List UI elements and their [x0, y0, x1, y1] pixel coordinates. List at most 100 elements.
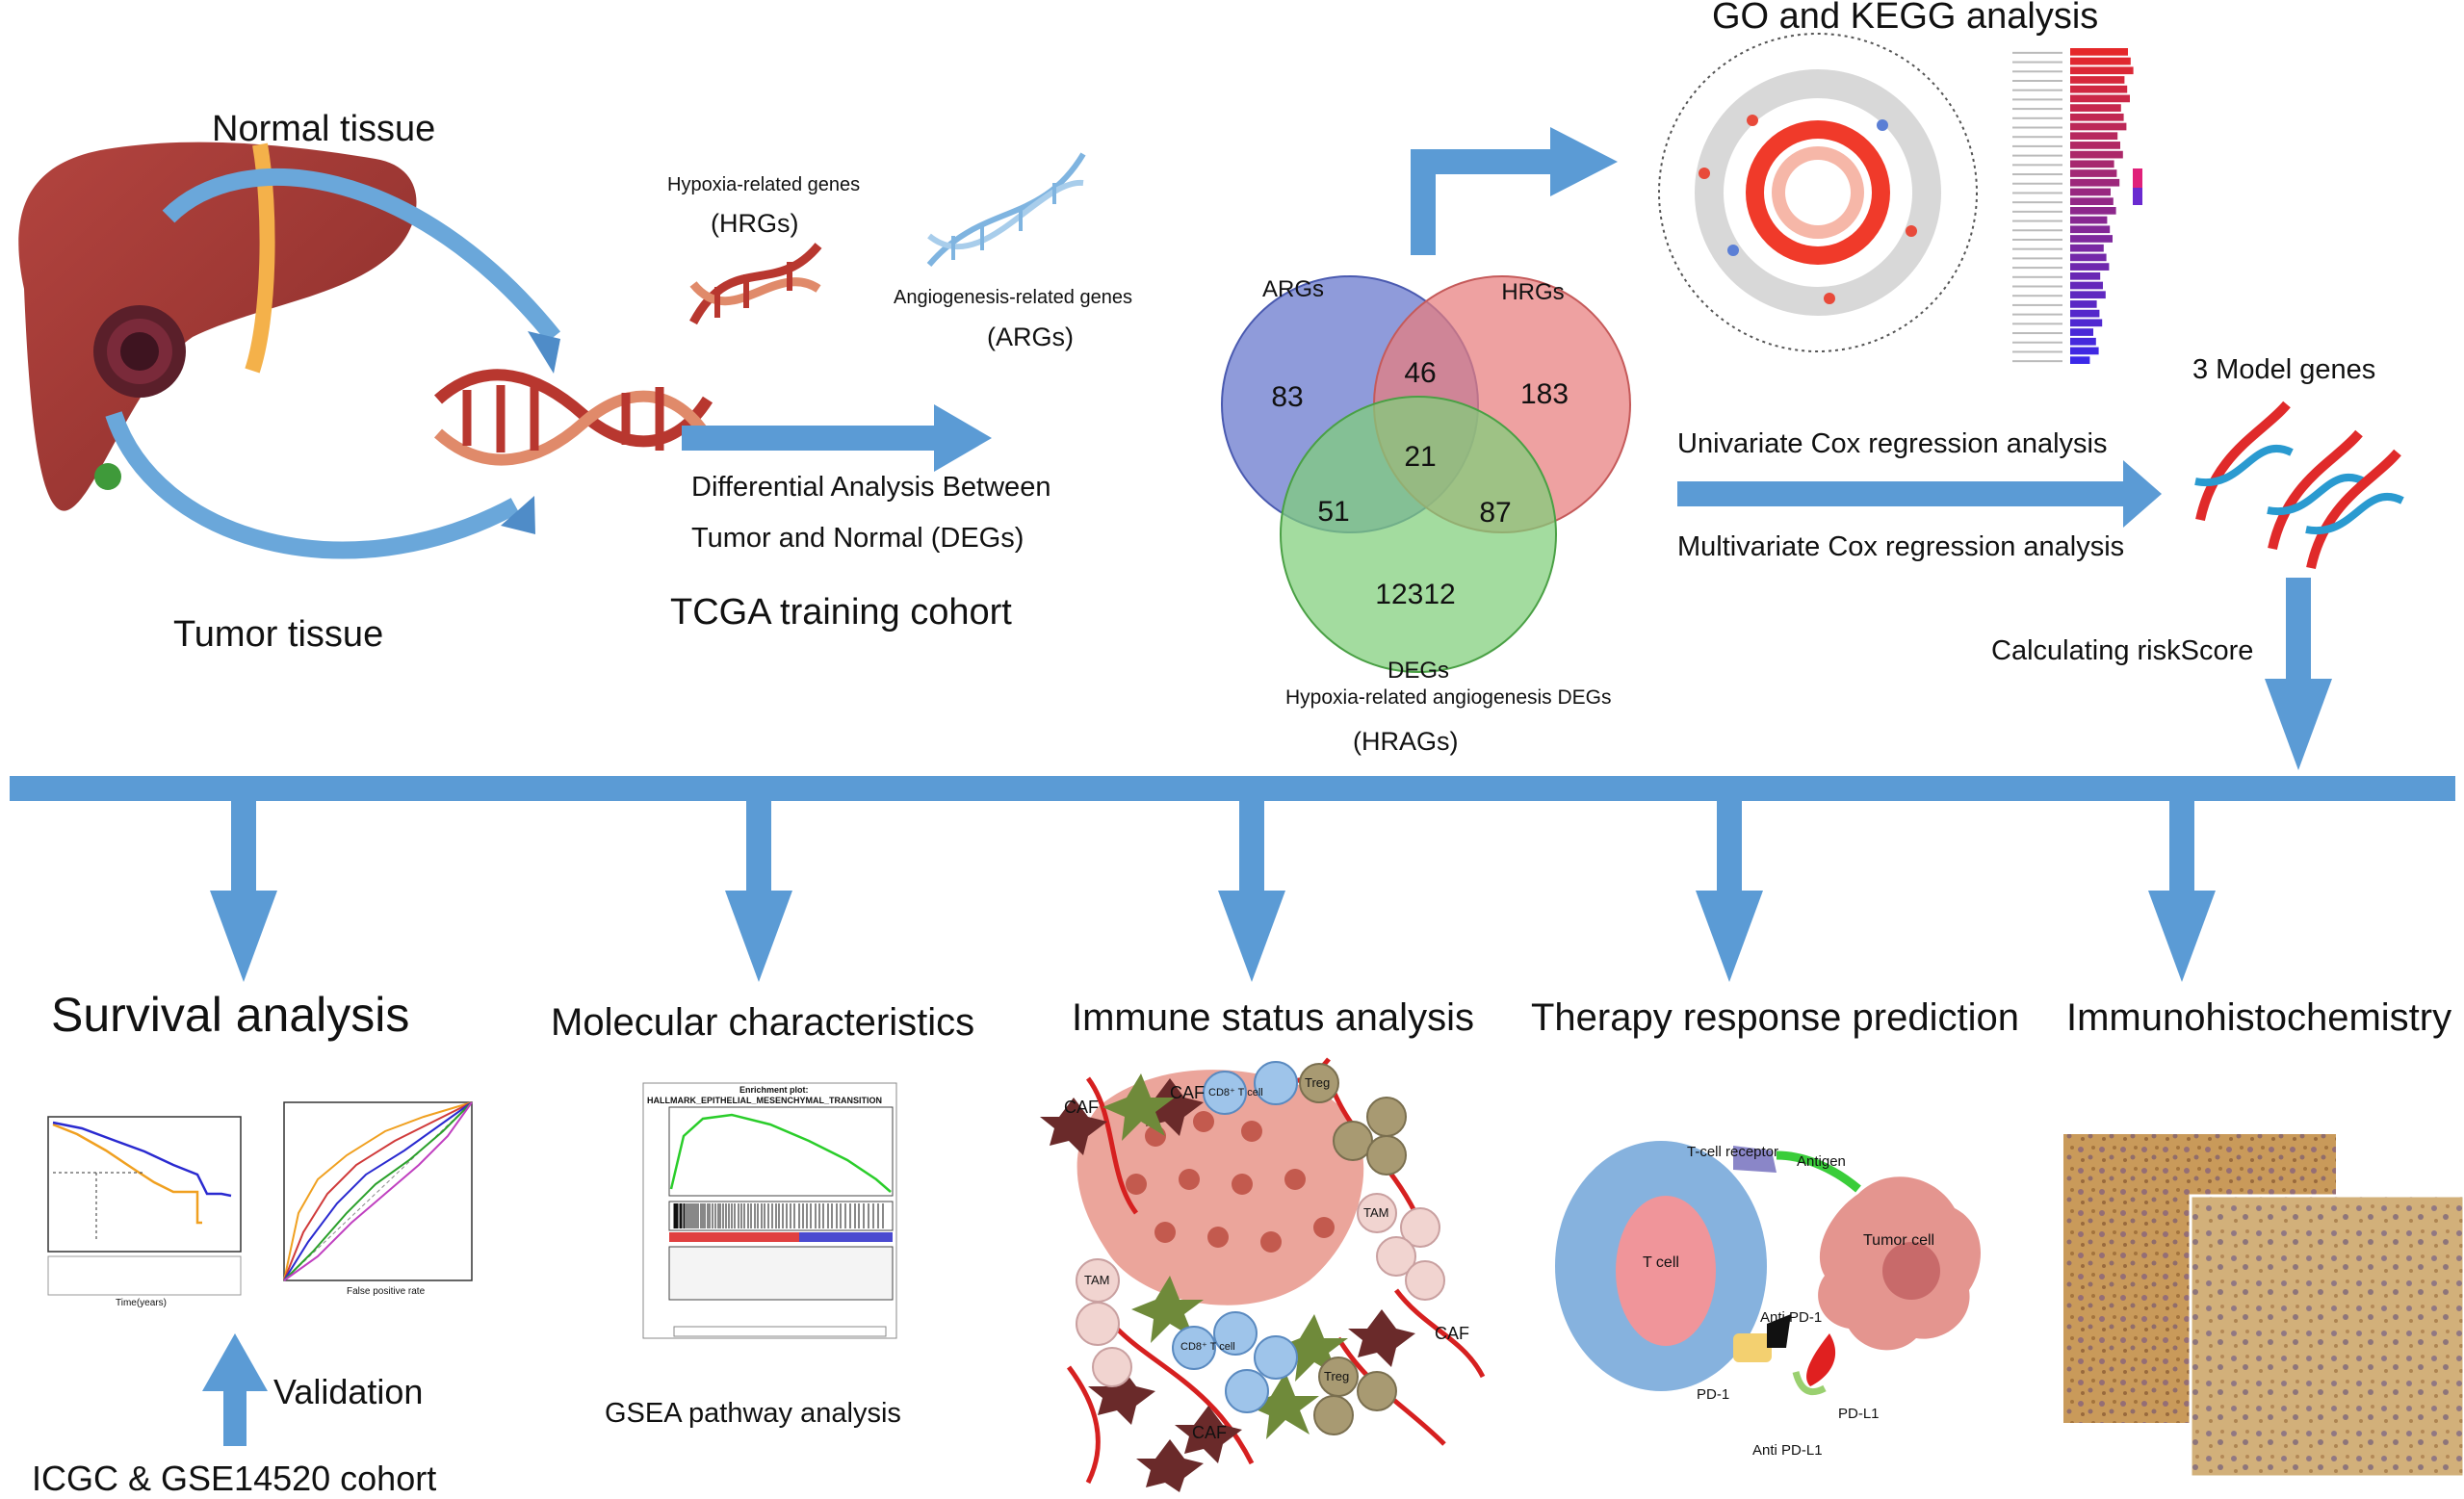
kegg-bar — [2070, 197, 2114, 205]
treg-cells — [1299, 1063, 1407, 1435]
survival-analysis-title: Survival analysis — [51, 988, 410, 1042]
kegg-bar — [2070, 94, 2130, 103]
molecular-characteristics-title: Molecular characteristics — [551, 1001, 975, 1044]
treg-label-1: Treg — [1305, 1075, 1331, 1090]
differential-line2: Tumor and Normal (DEGs) — [691, 523, 1025, 554]
ihc-image-2 — [2189, 1194, 2464, 1479]
kegg-term-line — [2012, 238, 2062, 241]
kegg-bar — [2070, 142, 2120, 149]
venn-circle-degs — [1280, 396, 1557, 673]
args-abbr: (ARGs) — [987, 323, 1074, 351]
kegg-bar — [2070, 271, 2101, 280]
kegg-bar — [2070, 85, 2128, 93]
venn-count-hrgs-degs: 87 — [1479, 497, 1512, 529]
hrgs-dna-icon — [689, 243, 822, 325]
kegg-term-line — [2012, 126, 2062, 129]
kegg-bar — [2070, 253, 2107, 262]
venn-label-args: ARGs — [1261, 276, 1325, 302]
kegg-bar — [2070, 57, 2131, 65]
kegg-bar — [2070, 169, 2117, 177]
kegg-bar — [2070, 207, 2116, 215]
kegg-term-line — [2012, 267, 2062, 270]
kegg-bar — [2070, 76, 2125, 84]
validation-cohort-label: ICGC & GSE14520 cohort — [32, 1459, 437, 1498]
kegg-term-line — [2012, 360, 2062, 363]
kegg-bar — [2070, 337, 2096, 346]
tissue-cycle-arrows — [105, 168, 561, 559]
validation-label: Validation — [273, 1372, 424, 1411]
kegg-term-line — [2012, 295, 2062, 297]
kegg-bar — [2070, 104, 2121, 112]
therapy-diagram — [1555, 1141, 1981, 1396]
kegg-term-line — [2012, 61, 2062, 64]
kegg-bar — [2070, 347, 2099, 355]
panel-arrows — [210, 801, 2216, 982]
kegg-term-line — [2012, 79, 2062, 82]
kegg-term-line — [2012, 51, 2062, 54]
kegg-bar — [2070, 300, 2097, 308]
cd8-label-2: CD8⁺ T cell — [1180, 1341, 1235, 1353]
kegg-term-line — [2012, 192, 2062, 194]
kegg-legend — [2133, 168, 2142, 205]
venn-count-all-three: 21 — [1404, 441, 1437, 473]
therapy-response-title: Therapy response prediction — [1531, 996, 2019, 1039]
cd8-t-cells — [1172, 1061, 1298, 1413]
kegg-term-line — [2012, 70, 2062, 73]
venn-count-hrgs-only: 183 — [1519, 378, 1569, 410]
multivariate-cox-label: Multivariate Cox regression analysis — [1677, 531, 2125, 562]
kegg-term-line — [2012, 229, 2062, 232]
kegg-bar — [2070, 132, 2118, 141]
caf-label-4: CAF — [1435, 1324, 1469, 1343]
kegg-term-line — [2012, 220, 2062, 222]
model-genes-title: 3 Model genes — [2192, 354, 2376, 385]
tumor-tissue-label: Tumor tissue — [173, 614, 384, 655]
kegg-term-line — [2012, 164, 2062, 167]
immunohistochemistry-title: Immunohistochemistry — [2066, 996, 2452, 1039]
tcr-receptor — [1733, 1146, 1777, 1173]
tam-label-1: TAM — [1084, 1273, 1110, 1287]
antigen-shape — [1776, 1150, 1861, 1193]
kegg-bar — [2070, 122, 2127, 131]
arrow-to-go — [1411, 127, 1618, 255]
kegg-bar — [2070, 281, 2103, 290]
model-genes-dna-icon — [2194, 401, 2404, 570]
anti-pd1-label: Anti PD-1 — [1760, 1309, 1823, 1326]
kegg-term-line — [2012, 303, 2062, 306]
kegg-bar — [2070, 150, 2123, 159]
roc-plot — [283, 1101, 473, 1281]
gsea-pathway-label: HALLMARK_EPITHELIAL_MESENCHYMAL_TRANSITI… — [647, 1096, 883, 1105]
pd1-receptor — [1733, 1333, 1772, 1362]
kegg-bar — [2070, 309, 2100, 318]
kegg-term-line — [2012, 341, 2062, 344]
hrgs-label: Hypoxia-related genes — [667, 174, 861, 195]
venn-label-hrgs: HRGs — [1501, 279, 1565, 305]
tcr-label: T-cell receptor — [1687, 1144, 1779, 1160]
venn-label-degs: DEGs — [1387, 658, 1450, 684]
kegg-term-line — [2012, 210, 2062, 213]
venn-count-args-only: 83 — [1271, 381, 1304, 413]
anti-pd1-antibody — [1767, 1314, 1791, 1348]
go-circle-plot — [1658, 33, 1978, 352]
kegg-bar — [2070, 225, 2111, 234]
anti-pdl1-antibody — [1792, 1371, 1827, 1396]
tcga-cohort-label: TCGA training cohort — [670, 592, 1012, 633]
kegg-bar — [2070, 178, 2120, 187]
kegg-term-line — [2012, 275, 2062, 278]
kegg-bar — [2070, 188, 2111, 196]
timeline-bar — [10, 776, 2455, 801]
venn-count-degs-only: 12312 — [1375, 579, 1456, 610]
go-kegg-title: GO and KEGG analysis — [1712, 0, 2099, 37]
kegg-term-line — [2012, 332, 2062, 335]
differential-line1: Differential Analysis Between — [691, 472, 1051, 503]
kegg-bar — [2070, 113, 2124, 121]
univariate-cox-label: Univariate Cox regression analysis — [1677, 428, 2108, 459]
gsea-plot — [642, 1082, 897, 1339]
t-cell-nucleus — [1616, 1196, 1716, 1346]
kegg-term-line — [2012, 136, 2062, 139]
caf-label-2: CAF — [1170, 1083, 1205, 1102]
pdl1-ligand — [1806, 1333, 1836, 1386]
kegg-term-line — [2012, 201, 2062, 204]
normal-tissue-label: Normal tissue — [212, 109, 436, 149]
antigen-label: Antigen — [1797, 1153, 1846, 1170]
